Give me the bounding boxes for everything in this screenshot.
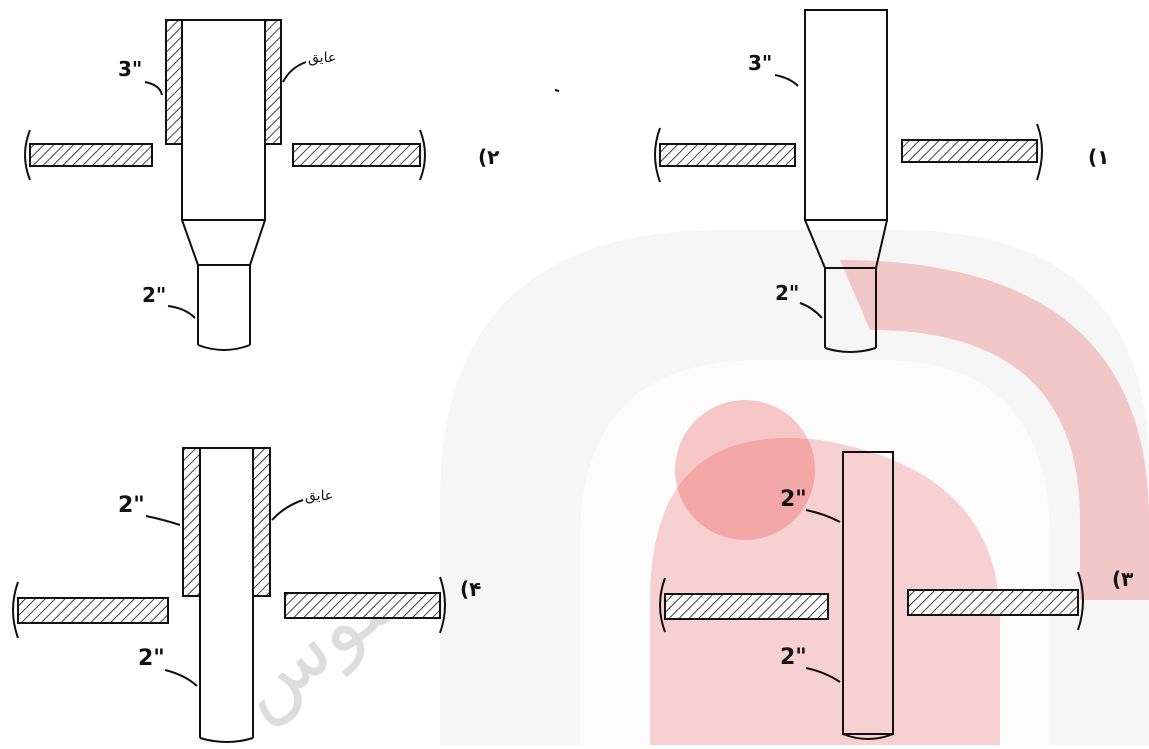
figure-2: (۲ 3" عایق 2" [24,19,499,351]
figure-3-wall-right-break [1077,571,1084,631]
figure-4-top-label: 2" [118,493,145,518]
stray-mark [554,89,560,92]
watermark-logo: موس [214,230,1149,745]
figure-3: (۳ 2" 2" [659,451,1133,740]
figure-2-insulation-right [264,19,282,145]
figure-4-bottom-label: 2" [138,646,165,671]
figure-1-wall-left-break [654,127,661,183]
figure-3-wall-left [664,593,829,620]
figure-4-wall-right [284,592,441,619]
figure-1: (۱ 3" 2" [654,9,1109,353]
figure-2-insulation-label: عایق [308,50,336,66]
figure-3-bottom-label: 2" [780,645,807,670]
figure-2-insulation-left [165,19,183,145]
figure-2-wall-right-break [419,129,426,181]
figure-3-wall-left-break [659,577,666,633]
figure-4-wall-left-break [12,581,19,639]
figure-2-reducer [181,219,266,266]
figure-2-wall-left [29,143,153,167]
figure-1-pipe-3in [804,9,888,221]
figure-1-pipe-break [824,347,877,353]
figure-3-pipe-2in [842,451,894,735]
figure-2-number: (۲ [478,145,499,169]
figure-4: (۴ 2" عایق 2" [12,447,481,743]
figure-2-pipe-break [197,344,251,351]
figure-1-wall-right-break [1036,123,1043,181]
figure-4-pipe-2in [199,448,254,738]
figure-2-wall-right [292,143,421,167]
figure-4-number: (۴ [460,577,481,601]
figure-2-pipe-3in [181,19,266,221]
figure-4-top-leader [145,515,181,526]
figure-4-wall-left [17,597,169,624]
figure-1-top-label: 3" [748,51,772,75]
figure-1-bottom-leader [799,302,823,319]
figure-3-top-label: 2" [780,487,807,512]
figure-1-wall-right [901,139,1038,163]
watermark-text: موس [214,550,415,736]
figure-1-pipe-2in [824,268,877,348]
figure-2-bottom-leader [167,305,196,319]
figure-3-wall-right [907,589,1079,616]
figure-1-number: (۱ [1088,145,1109,169]
figure-2-insulation-leader [282,61,307,83]
figure-4-insulation-leader [271,499,304,521]
figure-1-top-leader [774,74,799,87]
figure-3-pipe-break [842,733,894,740]
figure-4-pipe-break [199,737,254,743]
figure-3-top-leader [805,509,841,523]
figure-4-bottom-leader [164,669,198,687]
figure-2-pipe-2in [197,265,251,345]
figure-2-top-label: 3" [118,57,142,81]
figure-4-wall-right-break [439,576,446,634]
figure-3-bottom-leader [805,667,841,683]
figure-4-insulation-label: عایق [305,488,333,504]
figure-2-bottom-label: 2" [142,283,166,307]
figure-1-wall-left [659,143,796,167]
figure-2-wall-left-break [24,129,31,181]
figure-4-insulation-right [252,447,271,597]
figure-2-top-leader [144,81,163,96]
figure-1-reducer [804,219,888,269]
figure-1-bottom-label: 2" [775,281,799,305]
figure-3-number: (۳ [1112,567,1133,591]
figure-4-insulation-left [182,447,201,597]
